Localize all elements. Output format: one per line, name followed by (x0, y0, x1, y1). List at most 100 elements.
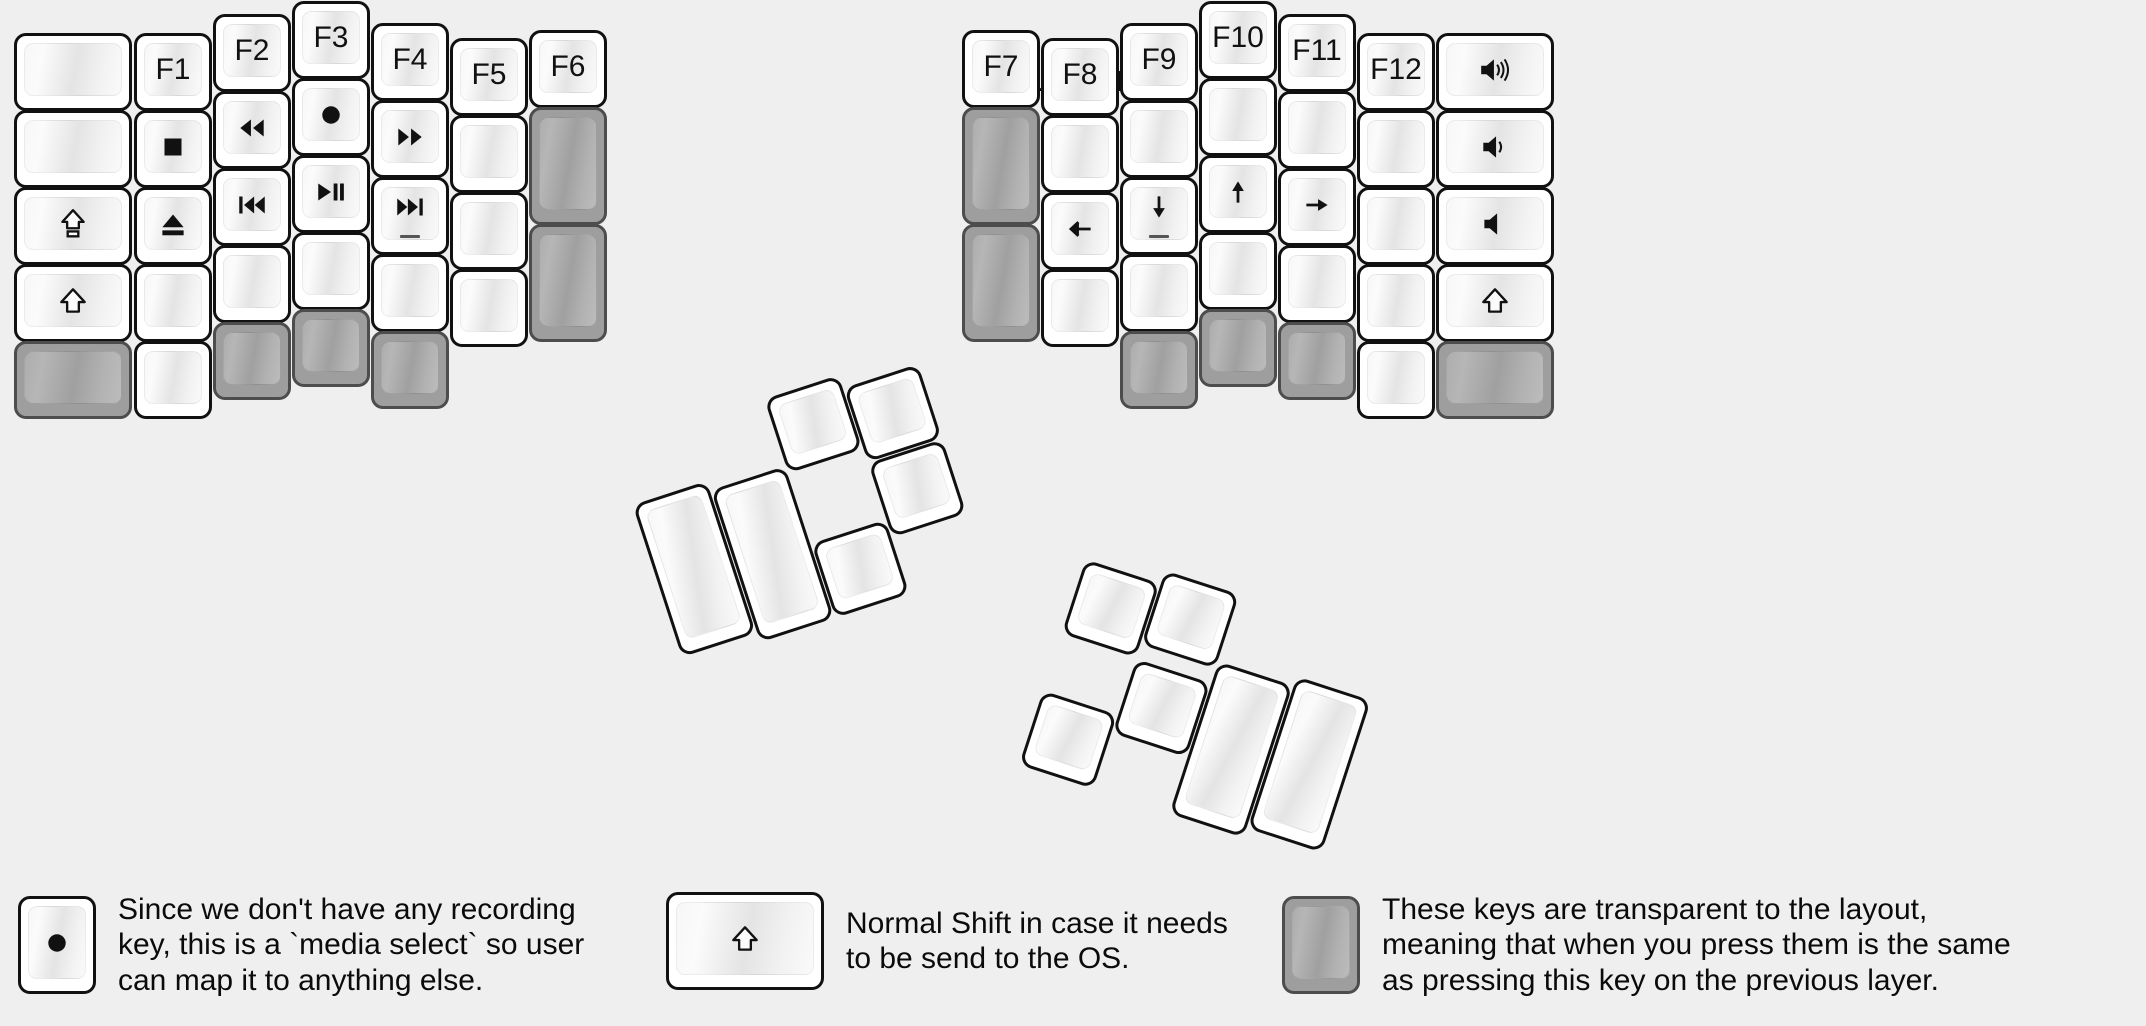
key-trans-r1r2[interactable] (962, 107, 1040, 225)
key-blank-r6r4[interactable] (1357, 264, 1435, 342)
key-blank-r2r4[interactable] (1041, 269, 1119, 347)
next-track-icon (393, 190, 427, 238)
key-blank-r6r3[interactable] (1357, 187, 1435, 265)
play-pause-icon (314, 175, 348, 209)
key-blank-r3r4[interactable] (1120, 254, 1198, 332)
key-f5[interactable]: F5 (450, 38, 528, 116)
caps-lock-icon (56, 207, 90, 241)
key-shift-left[interactable] (14, 264, 132, 342)
key-cap-surface (1367, 43, 1425, 96)
key-cap-surface (1209, 242, 1267, 295)
key-blank-l3r4[interactable] (213, 245, 291, 323)
key-media-next-track[interactable] (371, 177, 449, 255)
key-blank-r4r4[interactable] (1199, 232, 1277, 310)
key-blank-r6r2[interactable] (1357, 110, 1435, 188)
key-blank-r5r2[interactable] (1278, 91, 1356, 169)
key-cap-surface (1051, 125, 1109, 178)
key-cap-surface (381, 110, 439, 163)
key-volume-up[interactable] (1436, 33, 1554, 111)
key-blank-l1r2[interactable] (14, 110, 132, 188)
key-f7[interactable]: F7 (962, 30, 1040, 108)
key-cap-surface (144, 351, 202, 404)
key-caps-lock[interactable] (14, 187, 132, 265)
key-blank-r5r4[interactable] (1278, 245, 1356, 323)
key-f12[interactable]: F12 (1357, 33, 1435, 111)
key-blank-l6r3[interactable] (450, 192, 528, 270)
key-trans-l1r5[interactable] (14, 341, 132, 419)
key-arrow-up[interactable] (1199, 155, 1277, 233)
key-cap-surface (381, 33, 439, 86)
key-f11[interactable]: F11 (1278, 14, 1356, 92)
key-trans-l3r5[interactable] (213, 322, 291, 400)
key-cap-surface (381, 341, 439, 394)
key-cap-surface (1367, 197, 1425, 250)
key-cap-surface (1155, 583, 1227, 652)
key-volume-down[interactable] (1436, 110, 1554, 188)
key-cap-surface (972, 40, 1030, 93)
key-f2[interactable]: F2 (213, 14, 291, 92)
legend-record: Since we don't have any recording key, t… (18, 892, 584, 998)
key-f4[interactable]: F4 (371, 23, 449, 101)
key-cap-surface (460, 48, 518, 101)
key-arrow-left[interactable] (1041, 192, 1119, 270)
key-arrow-right[interactable] (1278, 168, 1356, 246)
key-cap-surface (1130, 264, 1188, 317)
key-blank-l2r5[interactable] (134, 341, 212, 419)
key-f8[interactable]: F8 (1041, 38, 1119, 116)
key-label: F10 (1212, 20, 1264, 54)
key-blank-r3r2[interactable] (1120, 100, 1198, 178)
key-cap-surface (1209, 88, 1267, 141)
key-trans-l4r5[interactable] (292, 309, 370, 387)
key-media-eject[interactable] (134, 187, 212, 265)
key-cap-surface (880, 451, 953, 521)
key-cap-surface (381, 264, 439, 317)
legend-transparent: These keys are transparent to the layout… (1282, 892, 2011, 998)
key-blank-r6r5[interactable] (1357, 341, 1435, 419)
key-trans-l5r5[interactable] (371, 331, 449, 409)
key-cap-surface (223, 24, 281, 77)
key-blank-l6r4[interactable] (450, 269, 528, 347)
key-label: F9 (1141, 42, 1177, 76)
key-blank-r2r2[interactable] (1041, 115, 1119, 193)
key-trans-l7r3[interactable] (529, 224, 607, 342)
shift-icon (56, 284, 90, 318)
key-blank-l6r2[interactable] (450, 115, 528, 193)
key-f9[interactable]: F9 (1120, 23, 1198, 101)
key-blank-l4r4[interactable] (292, 232, 370, 310)
key-media-stop[interactable] (134, 110, 212, 188)
key-arrow-down[interactable] (1120, 177, 1198, 255)
key-f3[interactable]: F3 (292, 1, 370, 79)
key-cap-surface (381, 187, 439, 240)
key-f10[interactable]: F10 (1199, 1, 1277, 79)
key-cap-surface (302, 242, 360, 295)
key-media-prev-track[interactable] (213, 168, 291, 246)
key-trans-l7r2[interactable] (529, 107, 607, 225)
key-blank-l2r4[interactable] (134, 264, 212, 342)
key-cap-surface (1446, 351, 1544, 404)
key-f1[interactable]: F1 (134, 33, 212, 111)
key-blank-l1r1[interactable] (14, 33, 132, 111)
key-media-play-pause[interactable] (292, 155, 370, 233)
key-trans-r1r3[interactable] (962, 224, 1040, 342)
key-trans-r5r5[interactable] (1278, 322, 1356, 400)
key-volume-mute[interactable] (1436, 187, 1554, 265)
key-trans-r4r5[interactable] (1199, 309, 1277, 387)
key-cap-surface (1126, 671, 1198, 740)
key-cap-surface (1209, 319, 1267, 372)
legend-record-description: Since we don't have any recording key, t… (118, 893, 585, 997)
key-media-record[interactable] (292, 78, 370, 156)
legend-transparent-key-sample (1282, 896, 1360, 995)
key-cap-surface (1292, 906, 1350, 980)
key-blank-l5r4[interactable] (371, 254, 449, 332)
legend-shift-description: Normal Shift in case it needs to be send… (846, 906, 1228, 975)
key-label: F2 (234, 33, 270, 67)
key-f6[interactable]: F6 (529, 30, 607, 108)
key-shift-right[interactable] (1436, 264, 1554, 342)
legend-transparent-description: These keys are transparent to the layout… (1382, 893, 2011, 997)
key-media-rewind[interactable] (213, 91, 291, 169)
key-cap-surface (1446, 43, 1544, 96)
key-blank-r4r2[interactable] (1199, 78, 1277, 156)
key-trans-r3r5[interactable] (1120, 331, 1198, 409)
key-media-fast-forward[interactable] (371, 100, 449, 178)
key-trans-r7r5[interactable] (1436, 341, 1554, 419)
